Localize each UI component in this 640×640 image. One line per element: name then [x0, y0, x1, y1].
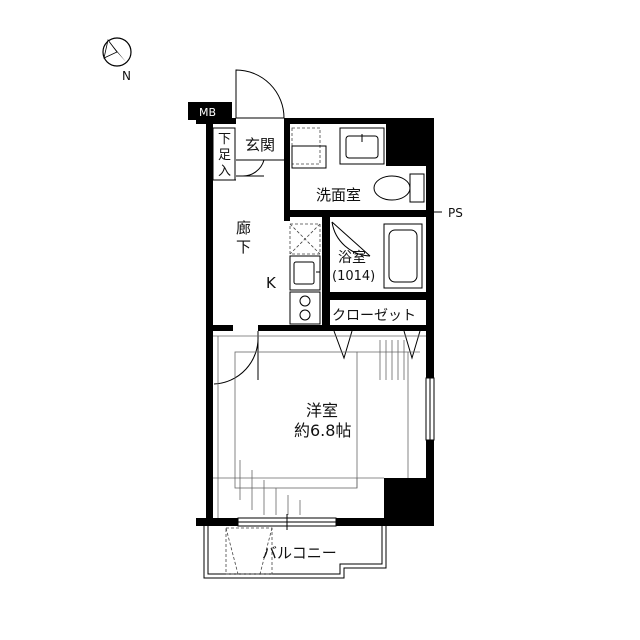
toilet [373, 173, 425, 203]
shoe-storage-label-1: 下 [218, 132, 231, 147]
north-arrow-icon: N [102, 37, 132, 83]
refrigerator-space [289, 223, 321, 255]
ps-label: PS [448, 206, 463, 220]
washroom-label: 洗面室 [316, 186, 361, 204]
floor-hatching [239, 340, 405, 515]
entrance-label: 玄関 [245, 136, 275, 154]
balcony-window [237, 514, 337, 530]
hallway-label-1: 廊 [236, 219, 251, 237]
stove [289, 291, 321, 325]
mb-box [188, 102, 232, 120]
washing-machine-area [291, 145, 327, 169]
bathroom-door [331, 221, 371, 257]
hallway-label-2: 下 [236, 238, 251, 256]
washbasin [339, 127, 385, 165]
room-outline [213, 335, 426, 518]
right-window [425, 377, 435, 441]
inner-door-swing [241, 159, 265, 177]
interior-walls [212, 124, 430, 331]
western-room-label: 洋室 [306, 401, 338, 420]
entry-door [235, 69, 285, 119]
shoe-storage-label-3: 入 [218, 164, 231, 179]
bathtub [383, 223, 423, 289]
outer-walls [196, 118, 434, 526]
balcony-storage [225, 527, 273, 575]
bathroom-label: 浴室 [338, 249, 366, 266]
shoe-storage-label-2: 足 [218, 148, 231, 163]
kitchen-sink [289, 255, 321, 291]
mb-label: MB [199, 106, 216, 119]
kitchen-label: K [266, 274, 277, 292]
closet-label: クローゼット [332, 308, 416, 324]
compass-label: N [122, 69, 131, 83]
bath-size-label: (1014) [332, 269, 375, 284]
room-door [213, 335, 259, 385]
balcony-outline [203, 526, 387, 579]
western-room-size-label: 約6.8帖 [294, 421, 351, 440]
closet-doors [333, 330, 421, 360]
balcony-label: バルコニー [262, 544, 337, 562]
